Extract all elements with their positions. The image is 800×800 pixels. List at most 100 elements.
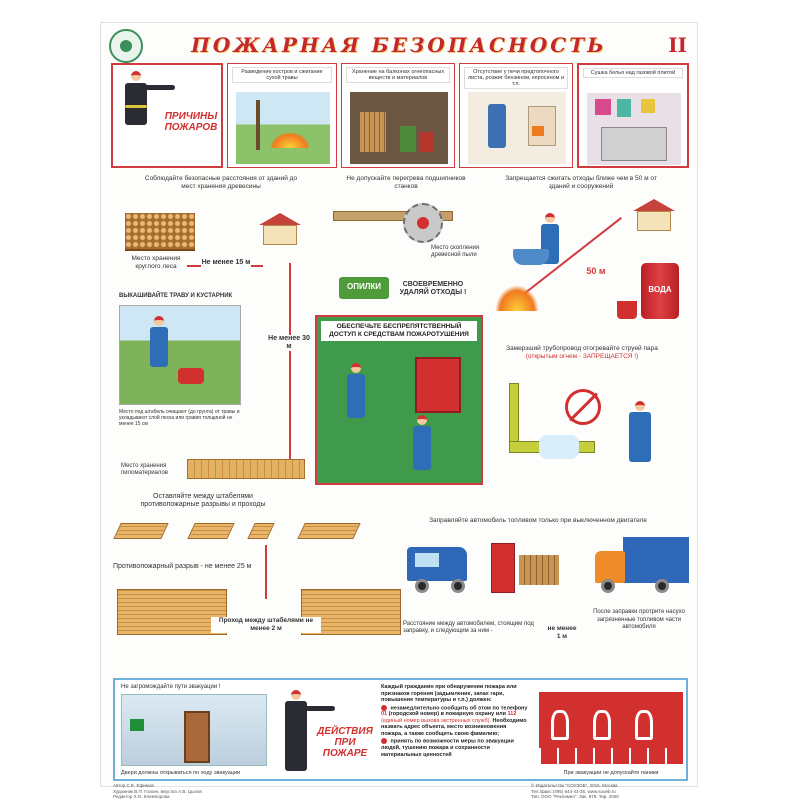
actions-label-line1: ДЕЙСТВИЯ [317, 726, 373, 737]
no-block-label: Не загромождайте пути эвакуации ! [121, 684, 221, 690]
passage-label: Проход между штабелями не менее 2 м [211, 617, 321, 633]
mow-caption: ВЫКАШИВАЙТЕ ТРАВУ И КУСТАРНИК [119, 293, 233, 299]
beam-1 [113, 523, 169, 539]
causes-panel: ПРИЧИНЫ ПОЖАРОВ [111, 63, 223, 168]
lawn-mower-icon [178, 368, 204, 384]
running-person-icon-1 [551, 710, 569, 740]
cause-panel-balcony: Хранение на балконах огнеопасных веществ… [341, 63, 455, 168]
wheelbarrow-icon [513, 249, 549, 265]
exit-sign-icon [130, 719, 144, 731]
actions-label-line2: ПРИ ПОЖАРЕ [322, 737, 368, 759]
burning-waste-icon [495, 285, 539, 311]
actions-text: Каждый гражданин при обнаружении пожара … [381, 684, 529, 758]
running-person-icon-3 [635, 710, 653, 740]
truck-right-icon [593, 537, 689, 601]
distance-1-label: не менее 1 м [547, 625, 577, 641]
cause-panel-laundry: Сушка белья над газовой плитой [577, 63, 689, 168]
panic-exit-sign [539, 692, 683, 764]
fire-access-box: ОБЕСПЕЧЬТЕ БЕСПРЕПЯТСТВЕННЫЙ ДОСТУП К СР… [315, 315, 483, 485]
beam-2 [187, 523, 235, 539]
publisher-logo-icon [109, 29, 143, 63]
wipe-note: После заправки протрите насухо загрязнен… [593, 609, 685, 630]
bucket-icon [617, 301, 637, 319]
poster: ПОЖАРНАЯ БЕЗОПАСНОСТЬ II ПРИЧИНЫ ПОЖАРОВ… [100, 22, 698, 799]
evacuation-door-icon [184, 711, 210, 763]
causes-label-line1: ПРИЧИНЫ [164, 111, 218, 122]
footer-publisher: © Издательство "СОУЗОБ", 2015. Москва Те… [531, 783, 691, 800]
distance-15-label: Не менее 15 м [201, 259, 251, 267]
burn-caption: Запрещается сжигать отходы ближе чем в 5… [505, 175, 657, 190]
sawdust-cart-label: ОПИЛКИ [347, 282, 381, 291]
distance-cars-label: Расстояние между автомобилем, стоящим по… [403, 621, 534, 634]
grass-fire-icon [236, 92, 330, 164]
round-timber-icon [125, 213, 195, 251]
cause-caption-balcony: Хранение на балконах огнеопасных веществ… [346, 67, 450, 83]
cause-caption-stove: Отсутствие у печи предтопочного листа, р… [464, 67, 568, 89]
distance-30-label: Не менее 30 м [267, 335, 311, 351]
panic-note: При эвакуации не допускайте паники [563, 770, 659, 776]
water-barrel-icon: ВОДА [641, 263, 679, 319]
causes-label: ПРИЧИНЫ ПОЖАРОВ [161, 111, 221, 133]
footer-artist: Художник В.П. Госкин, верстка А.В. Цыпов [113, 788, 202, 794]
house-icon [259, 213, 301, 245]
sawdust-cart: ОПИЛКИ [339, 277, 389, 299]
page-title: ПОЖАРНАЯ БЕЗОПАСНОСТЬ [191, 33, 607, 57]
hydrant-cabinet-icon [415, 357, 461, 413]
doors-note: Двери должны открываться по ходу эвакуац… [121, 770, 241, 776]
dust-label: Место скопления древесной пыли [431, 245, 480, 258]
truck-left-icon [405, 537, 485, 601]
building-icon [633, 199, 675, 231]
beam-4 [297, 523, 361, 539]
bullet-1-mid: (городской номер) в пожарную охрану или [388, 711, 506, 718]
beam-big-left [117, 589, 227, 635]
frozen-pipe-icon [503, 383, 595, 463]
page-number: II [668, 33, 687, 57]
stairs-icon [539, 748, 683, 764]
beam-3 [247, 523, 275, 539]
cargo-crate-icon [519, 555, 559, 585]
bullet-1-tail: (единый номер вызова экстренных служб). [381, 717, 491, 724]
break-arrow [265, 545, 267, 599]
pipe-caption: Замерзший трубопровод отогревайте струей… [506, 345, 658, 352]
distance-caption: Соблюдайте безопасные расстояния от здан… [144, 175, 298, 190]
lumber-label: Место хранения пиломатериалов [121, 463, 168, 476]
fuel-pump-icon [491, 543, 515, 593]
mowing-scene [119, 305, 241, 405]
bullet-1-number2: 112 [507, 711, 517, 718]
gaps-caption: Оставляйте между штабелями противопожарн… [140, 493, 266, 508]
water-barrel-label: ВОДА [648, 285, 672, 294]
bullet-1-number: 01 [381, 711, 388, 718]
evacuation-door-scene [121, 694, 267, 766]
fuel-caption: Заправляйте автомобиль топливом только п… [429, 517, 647, 524]
causes-label-line2: ПОЖАРОВ [164, 122, 218, 133]
bearing-caption: Не допускайте перегрева подшипников стан… [346, 175, 466, 190]
mow-note: Место под штабель очищают (до грунта) от… [119, 409, 240, 427]
saw-machine-icon [333, 203, 453, 293]
round-timber-label: Место хранения круглого леса [131, 255, 181, 270]
bullet-1-text: незамедлительно сообщить об этом по теле… [390, 704, 528, 711]
fire-actions-band: Не загромождайте пути эвакуации ! Двери … [113, 678, 688, 781]
balcony-canisters-icon [350, 92, 448, 164]
running-person-icon-2 [593, 710, 611, 740]
footer-print: Тип. ООО "Рекламио". Зак. 879. Тир. 2000 [531, 794, 619, 799]
cause-caption-laundry: Сушка белья над газовой плитой [583, 68, 683, 78]
gas-stove-laundry-icon [587, 93, 681, 165]
bullet-1-icon [381, 704, 387, 711]
break-label: Противопожарный разрыв - не менее 25 м [113, 563, 252, 570]
stove-kerosene-icon [468, 92, 566, 164]
footer-credits: Автор С.Е. Ефимов Художник В.П. Госкин, … [113, 783, 313, 800]
footer-editor: Редактор Х.О. Клемпорова [113, 794, 170, 799]
footer-author: Автор С.Е. Ефимов [113, 783, 154, 788]
bullet-1-extra: Необходимо назвать адрес объекта, место … [381, 717, 527, 737]
pipe-warning: (открытым огнем - ЗАПРЕЩАЕТСЯ !) [525, 353, 639, 360]
lumber-stacks [187, 459, 305, 479]
distance-50-label: 50 м [581, 267, 611, 276]
fire-access-title: ОБЕСПЕЧЬТЕ БЕСПРЕПЯТСТВЕННЫЙ ДОСТУП К СР… [321, 321, 477, 341]
distance-arrow-30 [289, 263, 291, 473]
cause-panel-bonfire: Разведение костров и сжигание сухой трав… [227, 63, 337, 168]
cause-caption-bonfire: Разведение костров и сжигание сухой трав… [232, 67, 332, 83]
bullet-2-icon [381, 738, 387, 745]
actions-intro: Каждый гражданин при обнаружении пожара … [381, 684, 517, 703]
no-torch-sign-icon [565, 389, 601, 425]
footer-contacts: Тел./факс:(495) 644-43-25; www.soueb.ru [531, 788, 616, 794]
